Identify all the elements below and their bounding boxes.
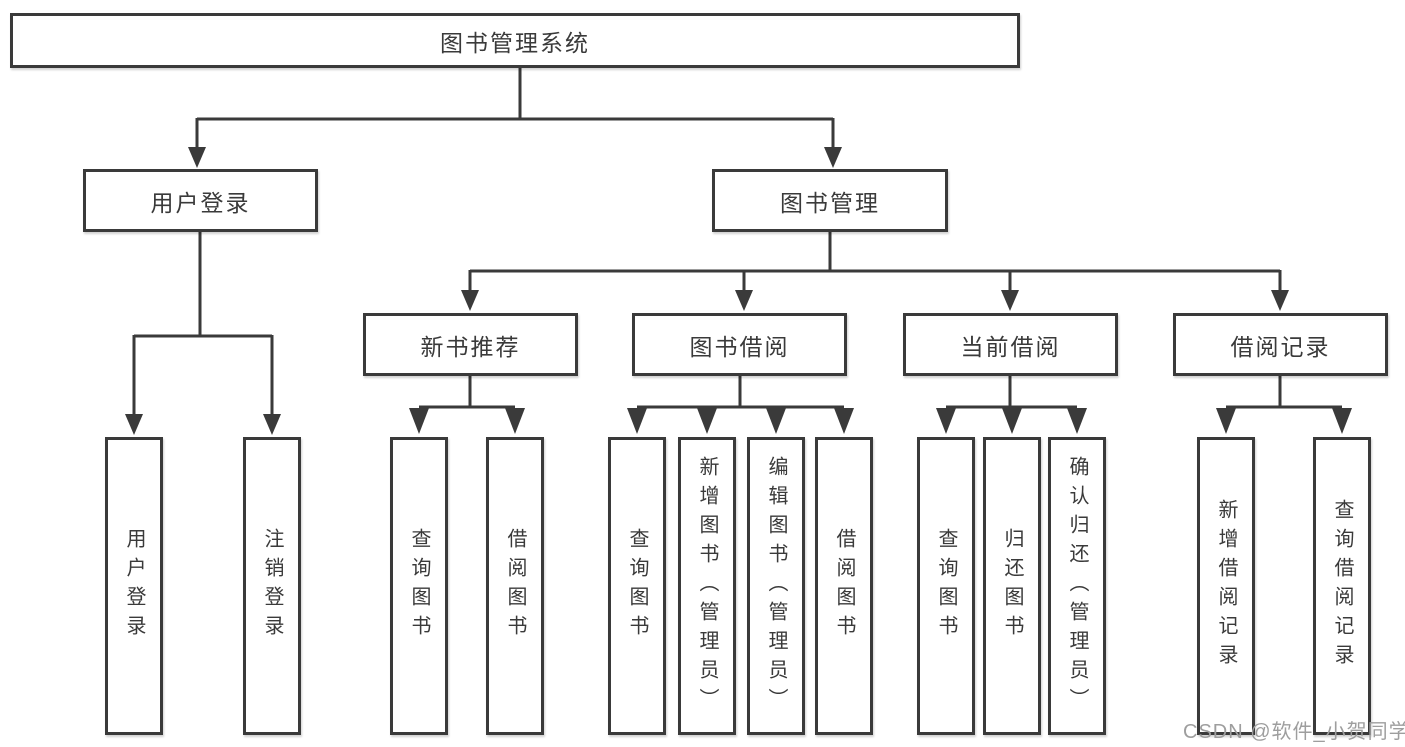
node-label: 图书借阅 — [689, 333, 790, 360]
node-library-management-system: 图书管理系统 — [10, 13, 1020, 68]
node-label: 图书管理 — [780, 189, 880, 216]
node-label: 当前借阅 — [960, 333, 1061, 360]
node-label: 新增借阅记录 — [1215, 499, 1237, 673]
node-label: 编辑图书（管理员） — [765, 455, 787, 717]
node-confirm-return-admin: 确认归还（管理员） — [1048, 437, 1106, 735]
node-new-book-recommendation: 新书推荐 — [363, 313, 578, 376]
node-label: 确认归还（管理员） — [1066, 455, 1088, 717]
node-query-books-recommend: 查询图书 — [390, 437, 448, 735]
node-query-books-current: 查询图书 — [917, 437, 975, 735]
node-label: 归还图书 — [1001, 528, 1023, 644]
node-label: 用户登录 — [123, 528, 145, 644]
node-label: 图书管理系统 — [440, 29, 590, 56]
node-label: 查询借阅记录 — [1331, 499, 1353, 673]
node-label: 借阅图书 — [833, 528, 855, 644]
arrowhead-icons — [125, 147, 1352, 435]
node-user-login-action: 用户登录 — [105, 437, 163, 735]
node-add-books-admin: 新增图书（管理员） — [678, 437, 736, 735]
node-label: 新书推荐 — [420, 333, 521, 360]
node-label: 查询图书 — [626, 528, 648, 644]
node-label: 查询图书 — [408, 528, 430, 644]
node-edit-books-admin: 编辑图书（管理员） — [747, 437, 805, 735]
node-borrow-books-action: 借阅图书 — [815, 437, 873, 735]
node-borrowing-records: 借阅记录 — [1173, 313, 1388, 376]
connector-paths — [132, 68, 1342, 416]
node-borrow-books-recommend: 借阅图书 — [486, 437, 544, 735]
node-label: 借阅记录 — [1230, 333, 1331, 360]
node-label: 查询图书 — [935, 528, 957, 644]
node-current-borrowing: 当前借阅 — [903, 313, 1118, 376]
node-label: 新增图书（管理员） — [696, 455, 718, 717]
node-book-borrowing: 图书借阅 — [632, 313, 847, 376]
node-book-management: 图书管理 — [712, 169, 948, 232]
node-return-books: 归还图书 — [983, 437, 1041, 735]
node-label: 注销登录 — [261, 528, 283, 644]
node-query-borrow-record: 查询借阅记录 — [1313, 437, 1371, 735]
node-query-books-borrow: 查询图书 — [608, 437, 666, 735]
node-logout: 注销登录 — [243, 437, 301, 735]
node-user-login: 用户登录 — [83, 169, 318, 232]
node-add-borrow-record: 新增借阅记录 — [1197, 437, 1255, 735]
node-label: 借阅图书 — [504, 528, 526, 644]
watermark: CSDN @软件_小贺同学 — [1183, 721, 1405, 743]
node-label: 用户登录 — [150, 189, 251, 216]
